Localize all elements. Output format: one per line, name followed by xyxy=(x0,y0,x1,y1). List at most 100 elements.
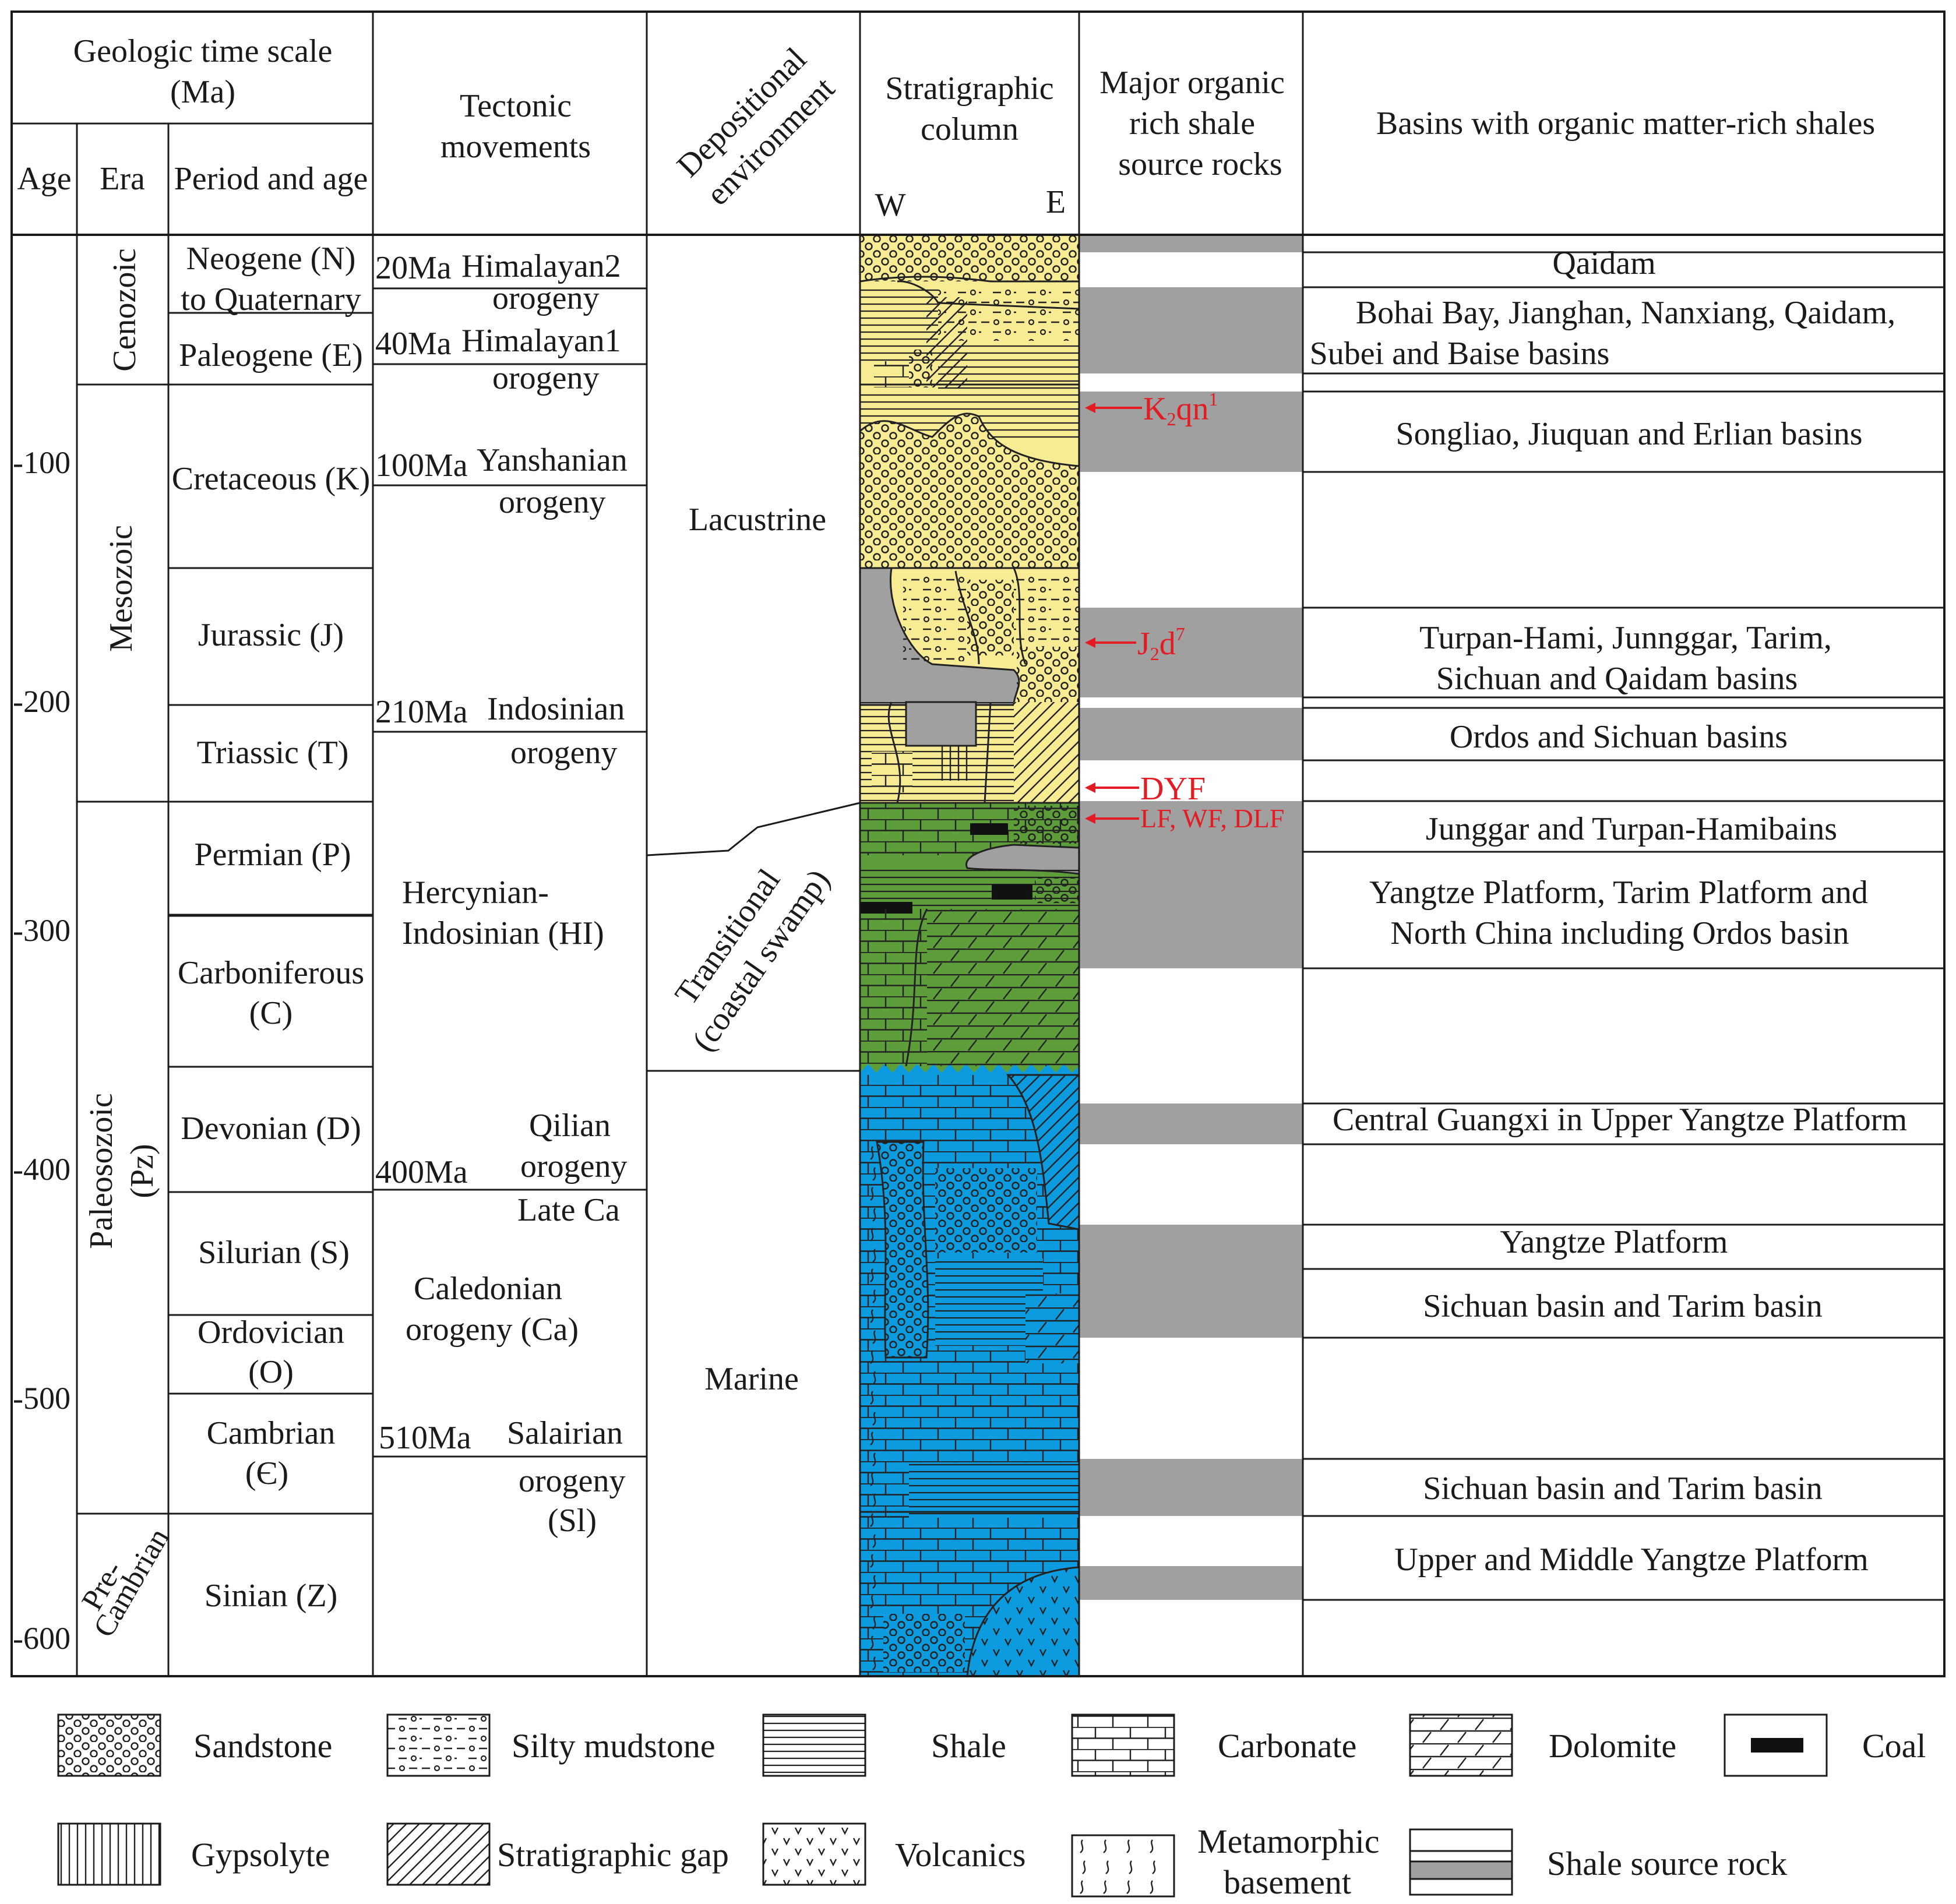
basin-label: Subei and Baise basins xyxy=(1310,336,1610,372)
legend-label: Carbonate xyxy=(1218,1727,1356,1765)
tectonic-age: 210Ma xyxy=(375,694,468,730)
period-paleogene: Paleogene (E) xyxy=(179,337,363,373)
period-jurassic: Jurassic (J) xyxy=(198,617,344,653)
gypsolyte-layer xyxy=(935,746,973,781)
shale-layer xyxy=(860,288,938,361)
stratigraphic-column xyxy=(860,235,1079,1676)
period-neogene: Neogene (N) xyxy=(186,241,356,277)
env-marine: Marine xyxy=(704,1361,799,1397)
tectonic-hi-2: Indosinian (HI) xyxy=(402,915,604,951)
header-west: W xyxy=(875,187,906,223)
period-carboniferous-2: (C) xyxy=(249,995,293,1031)
header: Geologic time scale (Ma) Age Era Period … xyxy=(17,33,1875,223)
basin-label: Bohai Bay, Jianghan, Nanxiang, Qaidam, xyxy=(1356,295,1895,331)
tectonic-name: Salairian xyxy=(507,1415,623,1451)
tectonic-orogeny: orogeny xyxy=(520,1148,628,1184)
tectonic-name: Indosinian xyxy=(487,691,625,727)
marker-dyf: DYF xyxy=(1140,771,1206,807)
tectonic-orogeny: (Sl) xyxy=(548,1503,597,1539)
legend-label: Gypsolyte xyxy=(191,1836,330,1874)
header-basins: Basins with organic matter-rich shales xyxy=(1376,105,1875,142)
sandstone-layer xyxy=(1014,806,1079,844)
period-triassic: Triassic (T) xyxy=(197,735,349,771)
tectonic-age: 40Ma xyxy=(375,326,452,362)
header-east: E xyxy=(1046,184,1066,220)
tectonic-orogeny: orogeny xyxy=(492,280,600,316)
header-tectonic: Tectonic xyxy=(460,88,572,124)
tectonic-name: Himalayan1 xyxy=(461,323,621,359)
source-markers xyxy=(1085,403,1142,824)
sandstone-layer xyxy=(935,1168,1037,1253)
sandstone-layer xyxy=(1017,647,1079,702)
period-silurian: Silurian (S) xyxy=(198,1235,350,1271)
stratigraphic-gap-gray xyxy=(860,567,1020,706)
env-lacustrine: Lacustrine xyxy=(689,502,826,538)
tectonic-age: 100Ma xyxy=(375,447,468,484)
era-mesozoic: Mesozoic xyxy=(103,525,139,652)
tectonic-movements: 20Ma Himalayan2 orogeny 40Ma Himalayan1 … xyxy=(375,248,628,1539)
tectonic-caledonian-2: orogeny (Ca) xyxy=(406,1311,579,1348)
basin-label: Yangtze Platform, Tarim Platform and xyxy=(1369,875,1868,911)
periods: Neogene (N) to Quaternary Paleogene (E) … xyxy=(172,241,371,1614)
legend-label: Dolomite xyxy=(1549,1727,1676,1765)
basin-label: Ordos and Sichuan basins xyxy=(1450,719,1788,755)
basin-label: Sichuan and Qaidam basins xyxy=(1436,661,1798,697)
legend-label: Shale xyxy=(931,1727,1006,1765)
basin-label: Junggar and Turpan-Hamibains xyxy=(1426,811,1837,847)
header-era: Era xyxy=(100,161,145,197)
period-sinian: Sinian (Z) xyxy=(205,1578,338,1614)
marker-j2d7: J2d7 xyxy=(1137,623,1185,664)
age-tick: -600 xyxy=(13,1621,71,1656)
tectonic-name: Qilian xyxy=(529,1108,611,1144)
legend-label: basement xyxy=(1224,1863,1351,1901)
period-ordovician: Ordovician xyxy=(198,1314,344,1351)
header-source-rocks-2: rich shale xyxy=(1129,105,1255,142)
age-axis: -100 -200 -300 -400 -500 -600 xyxy=(13,445,71,1656)
age-tick: -300 xyxy=(13,913,71,948)
legend-swatch-dolomite xyxy=(1409,1713,1513,1777)
header-source-rocks: Major organic xyxy=(1099,65,1285,101)
sandstone-layer xyxy=(860,235,1079,281)
tectonic-hi: Hercynian- xyxy=(402,875,549,911)
legend-swatch-shale xyxy=(762,1713,866,1777)
era-cenozoic: Cenozoic xyxy=(107,248,143,371)
silty-mudstone-layer xyxy=(1014,574,1079,647)
basins: Qaidam Bohai Bay, Jianghan, Nanxiang, Qa… xyxy=(1310,245,1907,1578)
basin-label: Qaidam xyxy=(1552,245,1655,281)
tectonic-age: 510Ma xyxy=(379,1420,471,1456)
coal-seam xyxy=(970,823,1008,835)
legend-label: Coal xyxy=(1862,1727,1926,1765)
period-cambrian: Cambrian xyxy=(207,1415,336,1451)
tectonic-age: 20Ma xyxy=(375,250,452,286)
age-tick: -500 xyxy=(13,1381,71,1416)
period-neogene-2: to Quaternary xyxy=(181,281,361,318)
tectonic-name: Himalayan2 xyxy=(461,248,621,284)
basin-label: Yangtze Platform xyxy=(1500,1224,1728,1260)
era-paleozoic-2: (Pz) xyxy=(124,1144,160,1198)
carbonate-layer xyxy=(874,361,909,387)
tectonic-orogeny: orogeny xyxy=(510,735,618,771)
legend-swatch-volcanics xyxy=(762,1822,866,1886)
legend-label: Metamorphic xyxy=(1197,1822,1379,1860)
carbonate-layer xyxy=(860,909,927,1066)
period-permian: Permian (P) xyxy=(194,837,351,873)
period-cretaceous: Cretaceous (K) xyxy=(172,461,371,497)
header-strat-2: column xyxy=(921,111,1018,147)
legend-label: Silty mudstone xyxy=(512,1727,716,1765)
legend-swatch-gypsolyte xyxy=(57,1822,161,1886)
basin-label: North China including Ordos basin xyxy=(1390,915,1849,951)
legend-label: Stratigraphic gap xyxy=(497,1836,729,1874)
marker-lf: LF, WF, DLF xyxy=(1140,803,1284,833)
source-rock-bands xyxy=(1079,235,1303,1600)
legend: Sandstone Silty mudstone Shale Carbonate… xyxy=(57,1713,1926,1901)
marker-k2qn1: K2qn1 xyxy=(1143,389,1218,429)
marker-labels: K2qn1 J2d7 DYF LF, WF, DLF xyxy=(1137,389,1284,833)
coal-seam xyxy=(992,884,1032,900)
header-tectonic-2: movements xyxy=(440,129,591,165)
tectonic-late-ca: Late Ca xyxy=(517,1192,620,1228)
tectonic-caledonian: Caledonian xyxy=(414,1271,562,1307)
legend-swatch-gap xyxy=(386,1822,491,1886)
legend-label: Sandstone xyxy=(193,1727,332,1765)
legend-swatch-carbonate xyxy=(1071,1713,1175,1777)
